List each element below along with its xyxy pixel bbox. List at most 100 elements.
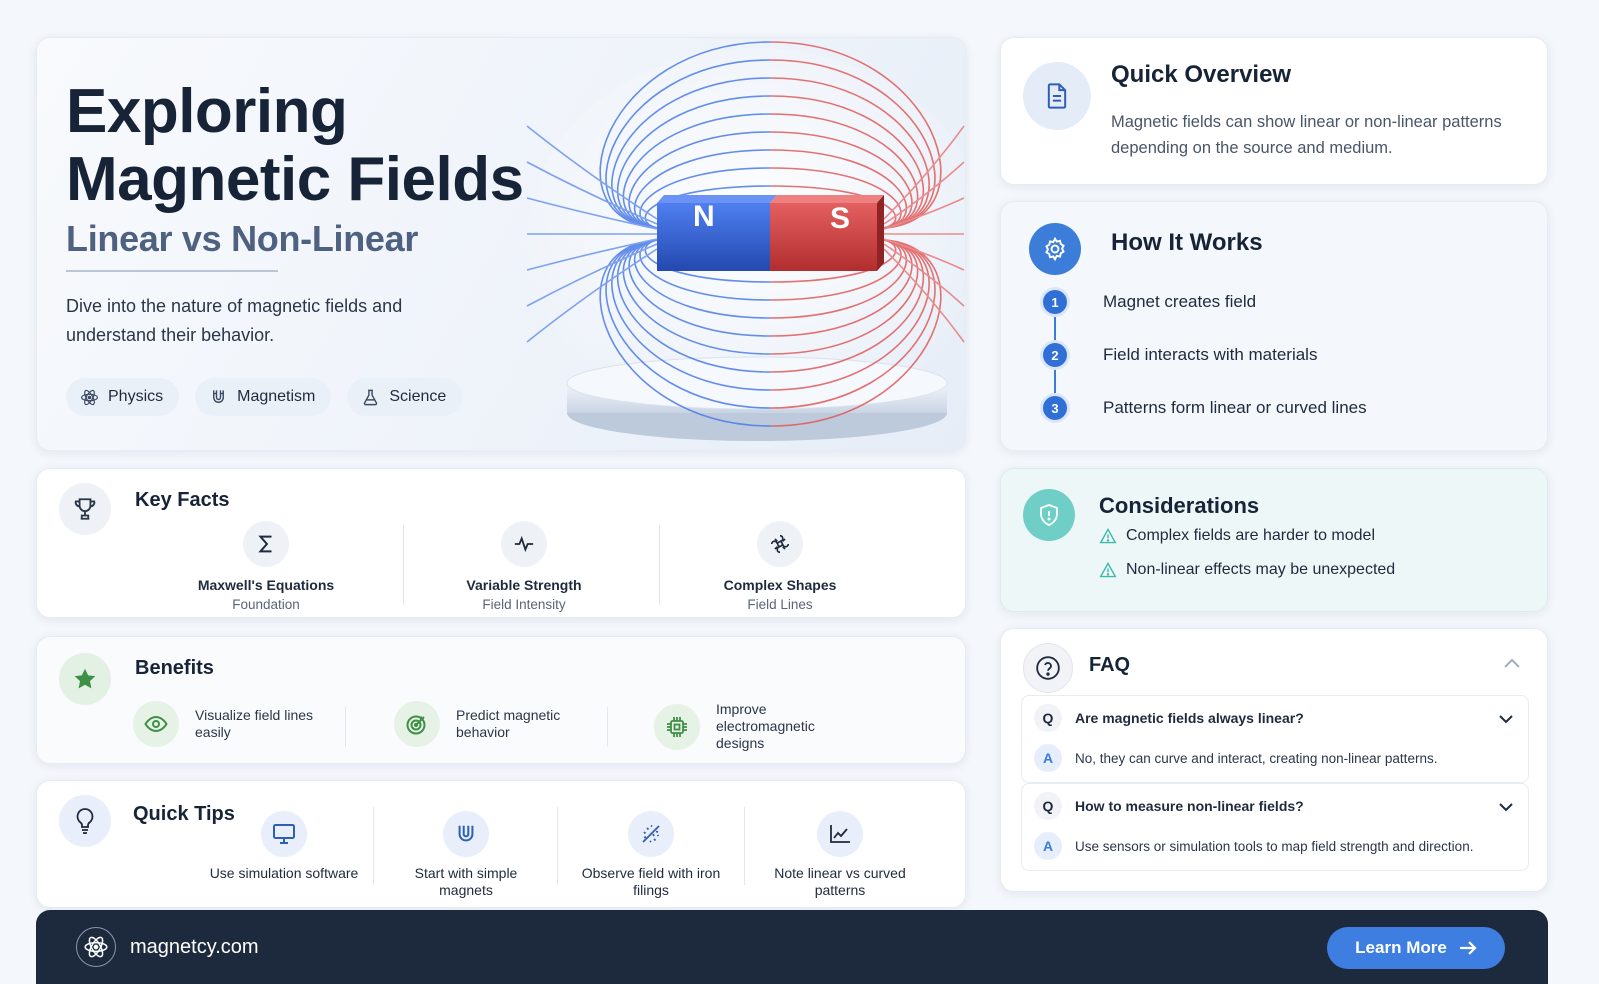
field-line-north <box>633 239 771 319</box>
tip-item: Observe field with iron filings <box>576 811 726 899</box>
answer-text: No, they can curve and interact, creatin… <box>1075 750 1438 766</box>
north-pole-label: N <box>693 200 715 233</box>
bar-magnet: N S <box>657 195 884 271</box>
chip-physics[interactable]: Physics <box>66 378 180 416</box>
considerations-card: Considerations Complex fields are harder… <box>1000 468 1548 612</box>
site-name[interactable]: magnetcy.com <box>130 936 259 958</box>
field-line-south <box>770 149 908 229</box>
divider <box>557 807 558 885</box>
field-line-north <box>622 239 771 355</box>
step-3: 3 Patterns form linear or curved lines <box>1043 396 1367 420</box>
chevron-up-icon[interactable] <box>1503 657 1521 669</box>
field-line-north <box>526 161 658 225</box>
field-line-north <box>616 95 771 229</box>
warning-icon <box>1099 562 1117 578</box>
field-line-south <box>770 239 930 391</box>
fact-subtitle: Foundation <box>232 597 300 612</box>
field-line-south <box>883 248 965 343</box>
chevron-down-icon[interactable] <box>1498 714 1514 724</box>
question-icon <box>1023 643 1073 693</box>
consideration-item: Non-linear effects may be unexpected <box>1099 561 1395 579</box>
field-line-south <box>883 125 965 220</box>
field-line-north <box>616 239 771 373</box>
field-line-north <box>639 167 771 229</box>
step-text: Magnet creates field <box>1103 292 1257 311</box>
question-text: Are magnetic fields always linear? <box>1075 710 1304 726</box>
lightbulb-icon <box>59 795 111 847</box>
tip-item: Note linear vs curved patterns <box>765 811 915 899</box>
faq-question[interactable]: Q How to measure non-linear fields? <box>1034 792 1304 820</box>
field-line-south <box>883 238 965 271</box>
benefits-card: Benefits Visualize field lines easily Pr… <box>36 636 966 764</box>
step-number: 1 <box>1043 290 1067 314</box>
chart-icon <box>817 811 863 857</box>
sigma-icon <box>243 521 289 567</box>
key-facts-title: Key Facts <box>135 489 230 511</box>
fact-item: Complex Shapes Field Lines <box>680 521 880 612</box>
field-line-south <box>770 239 897 283</box>
faq-answer: A Use sensors or simulation tools to map… <box>1034 832 1473 860</box>
divider <box>659 525 660 605</box>
learn-more-button[interactable]: Learn More <box>1327 927 1505 969</box>
faq-item[interactable]: Q How to measure non-linear fields? A Us… <box>1021 783 1529 871</box>
field-line-north <box>605 239 771 409</box>
how-title: How It Works <box>1111 229 1263 256</box>
chip-label: Science <box>389 388 447 405</box>
star-icon <box>59 653 111 705</box>
fact-title: Complex Shapes <box>723 577 837 593</box>
benefit-item: Predict magnetic behavior <box>394 701 586 747</box>
benefit-item: Visualize field lines easily <box>133 701 325 747</box>
field-line-north <box>628 131 771 229</box>
chip-magnetism[interactable]: Magnetism <box>195 378 332 416</box>
field-line-south <box>770 95 925 229</box>
filings-icon <box>628 811 674 857</box>
learn-more-label: Learn More <box>1355 938 1447 957</box>
step-number: 2 <box>1043 343 1067 367</box>
footer-bar: magnetcy.com Learn More <box>36 910 1548 984</box>
field-line-north <box>526 238 658 271</box>
faq-card: FAQ Q Are magnetic fields always linear?… <box>1000 628 1548 892</box>
faq-item[interactable]: Q Are magnetic fields always linear? A N… <box>1021 695 1529 783</box>
chevron-down-icon[interactable] <box>1498 802 1514 812</box>
chip-science[interactable]: Science <box>347 378 463 416</box>
chip-icon <box>654 703 700 750</box>
divider <box>345 707 346 747</box>
benefit-text: Predict magnetic behavior <box>456 707 561 740</box>
fact-subtitle: Field Lines <box>747 597 813 612</box>
benefits-title: Benefits <box>135 657 214 679</box>
step-number: 3 <box>1043 396 1067 420</box>
flask-icon <box>364 389 378 405</box>
key-facts-card: Key Facts Maxwell's Equations Foundation… <box>36 468 966 618</box>
question-badge: Q <box>1034 704 1062 732</box>
divider <box>744 807 745 885</box>
magnet-icon <box>213 389 225 403</box>
question-text: How to measure non-linear fields? <box>1075 798 1304 814</box>
field-line-north <box>526 197 658 230</box>
benefit-item: Improve electromagnetic designs <box>654 701 846 752</box>
how-it-works-card: How It Works 1 Magnet creates field 2 Fi… <box>1000 201 1548 451</box>
answer-badge: A <box>1034 744 1062 772</box>
fact-title: Variable Strength <box>466 577 582 593</box>
hero-title: Exploring Magnetic Fields <box>66 77 524 214</box>
field-line-south <box>770 239 919 355</box>
consideration-text: Complex fields are harder to model <box>1126 527 1376 544</box>
fact-item: Maxwell's Equations Foundation <box>166 521 366 612</box>
magnet-icon <box>443 811 489 857</box>
faq-question[interactable]: Q Are magnetic fields always linear? <box>1034 704 1304 732</box>
tip-text: Observe field with iron filings <box>581 865 721 898</box>
swirl-icon <box>757 521 803 567</box>
tip-item: Use simulation software <box>209 811 359 882</box>
fact-subtitle: Field Intensity <box>482 597 566 612</box>
field-line-south <box>883 161 965 225</box>
chip-label: Magnetism <box>237 388 316 405</box>
quick-overview-card: Quick Overview Magnetic fields can show … <box>1000 37 1548 185</box>
consideration-item: Complex fields are harder to model <box>1099 527 1375 545</box>
field-line-north <box>599 239 771 427</box>
field-line-north <box>526 243 658 307</box>
faq-answer: A No, they can curve and interact, creat… <box>1034 744 1437 772</box>
field-line-north <box>526 248 658 343</box>
quick-tips-card: Quick Tips Use simulation software Start… <box>36 780 966 908</box>
overview-text: Magnetic fields can show linear or non-l… <box>1111 113 1502 157</box>
benefit-text: Visualize field lines easily <box>195 707 314 740</box>
step-text: Field interacts with materials <box>1103 345 1318 364</box>
